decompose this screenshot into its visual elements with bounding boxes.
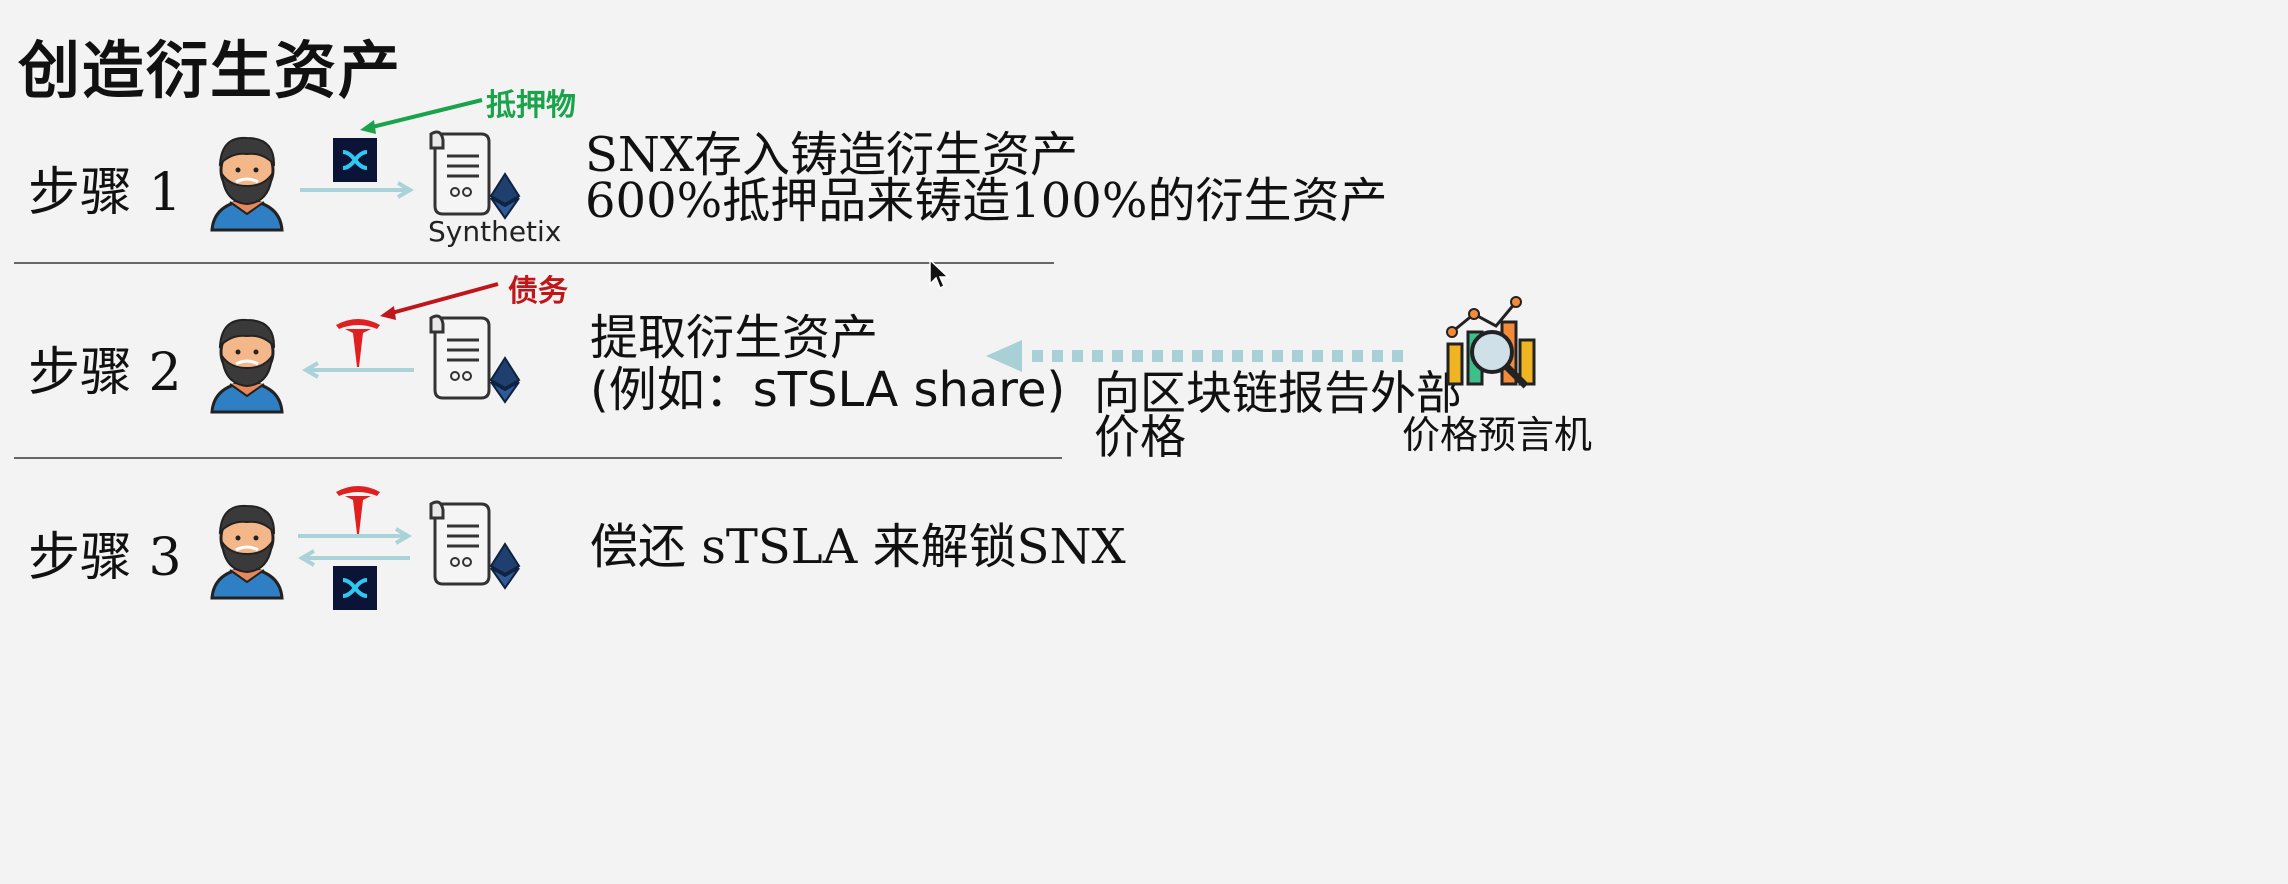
step-1-line-1: SNX存入铸造衍生资产 [585,127,1079,183]
collateral-annotation: 抵押物 [486,88,576,123]
user-avatar-icon [210,136,284,232]
user-avatar-icon [210,318,284,414]
step-2-label: 步骤 2 [28,343,182,403]
oracle-text-line-2: 价格 [1094,410,1186,464]
oracle-report-arrow [986,340,1403,372]
step-1-line-2: 600%抵押品来铸造100%的衍生资产 [585,173,1388,229]
step-3-label: 步骤 3 [28,528,182,588]
oracle-text-line-1: 向区块链报告外部 [1094,366,1462,420]
page-title: 创造衍生资产 [18,34,403,107]
debt-annotation: 债务 [508,274,568,309]
step-1-label: 步骤 1 [28,163,182,223]
synthetix-caption: Synthetix [428,215,562,248]
user-avatar-icon [210,504,284,600]
step-2-line-2: (例如：sTSLA share) [590,362,1066,418]
withdraw-arrow [302,361,414,379]
debt-arrow [380,282,499,320]
collateral-arrow [360,98,483,134]
smart-contract-icon [429,130,521,220]
step-3-line-1: 偿还 sTSLA 来解锁SNX [590,519,1126,575]
unlock-arrow [298,549,410,567]
smart-contract-icon [429,500,521,590]
mouse-cursor-icon [929,258,950,290]
tesla-icon [336,319,380,367]
price-oracle-icon [1446,296,1536,389]
snx-token-icon [331,136,379,184]
oracle-label: 价格预言机 [1402,413,1593,457]
repay-arrow [298,527,412,545]
divider-2 [14,457,1062,459]
snx-token-icon [331,564,379,612]
deposit-arrow [300,181,414,199]
divider-1 [14,262,1054,264]
step-2-line-1: 提取衍生资产 [590,310,879,366]
smart-contract-icon [429,314,521,404]
